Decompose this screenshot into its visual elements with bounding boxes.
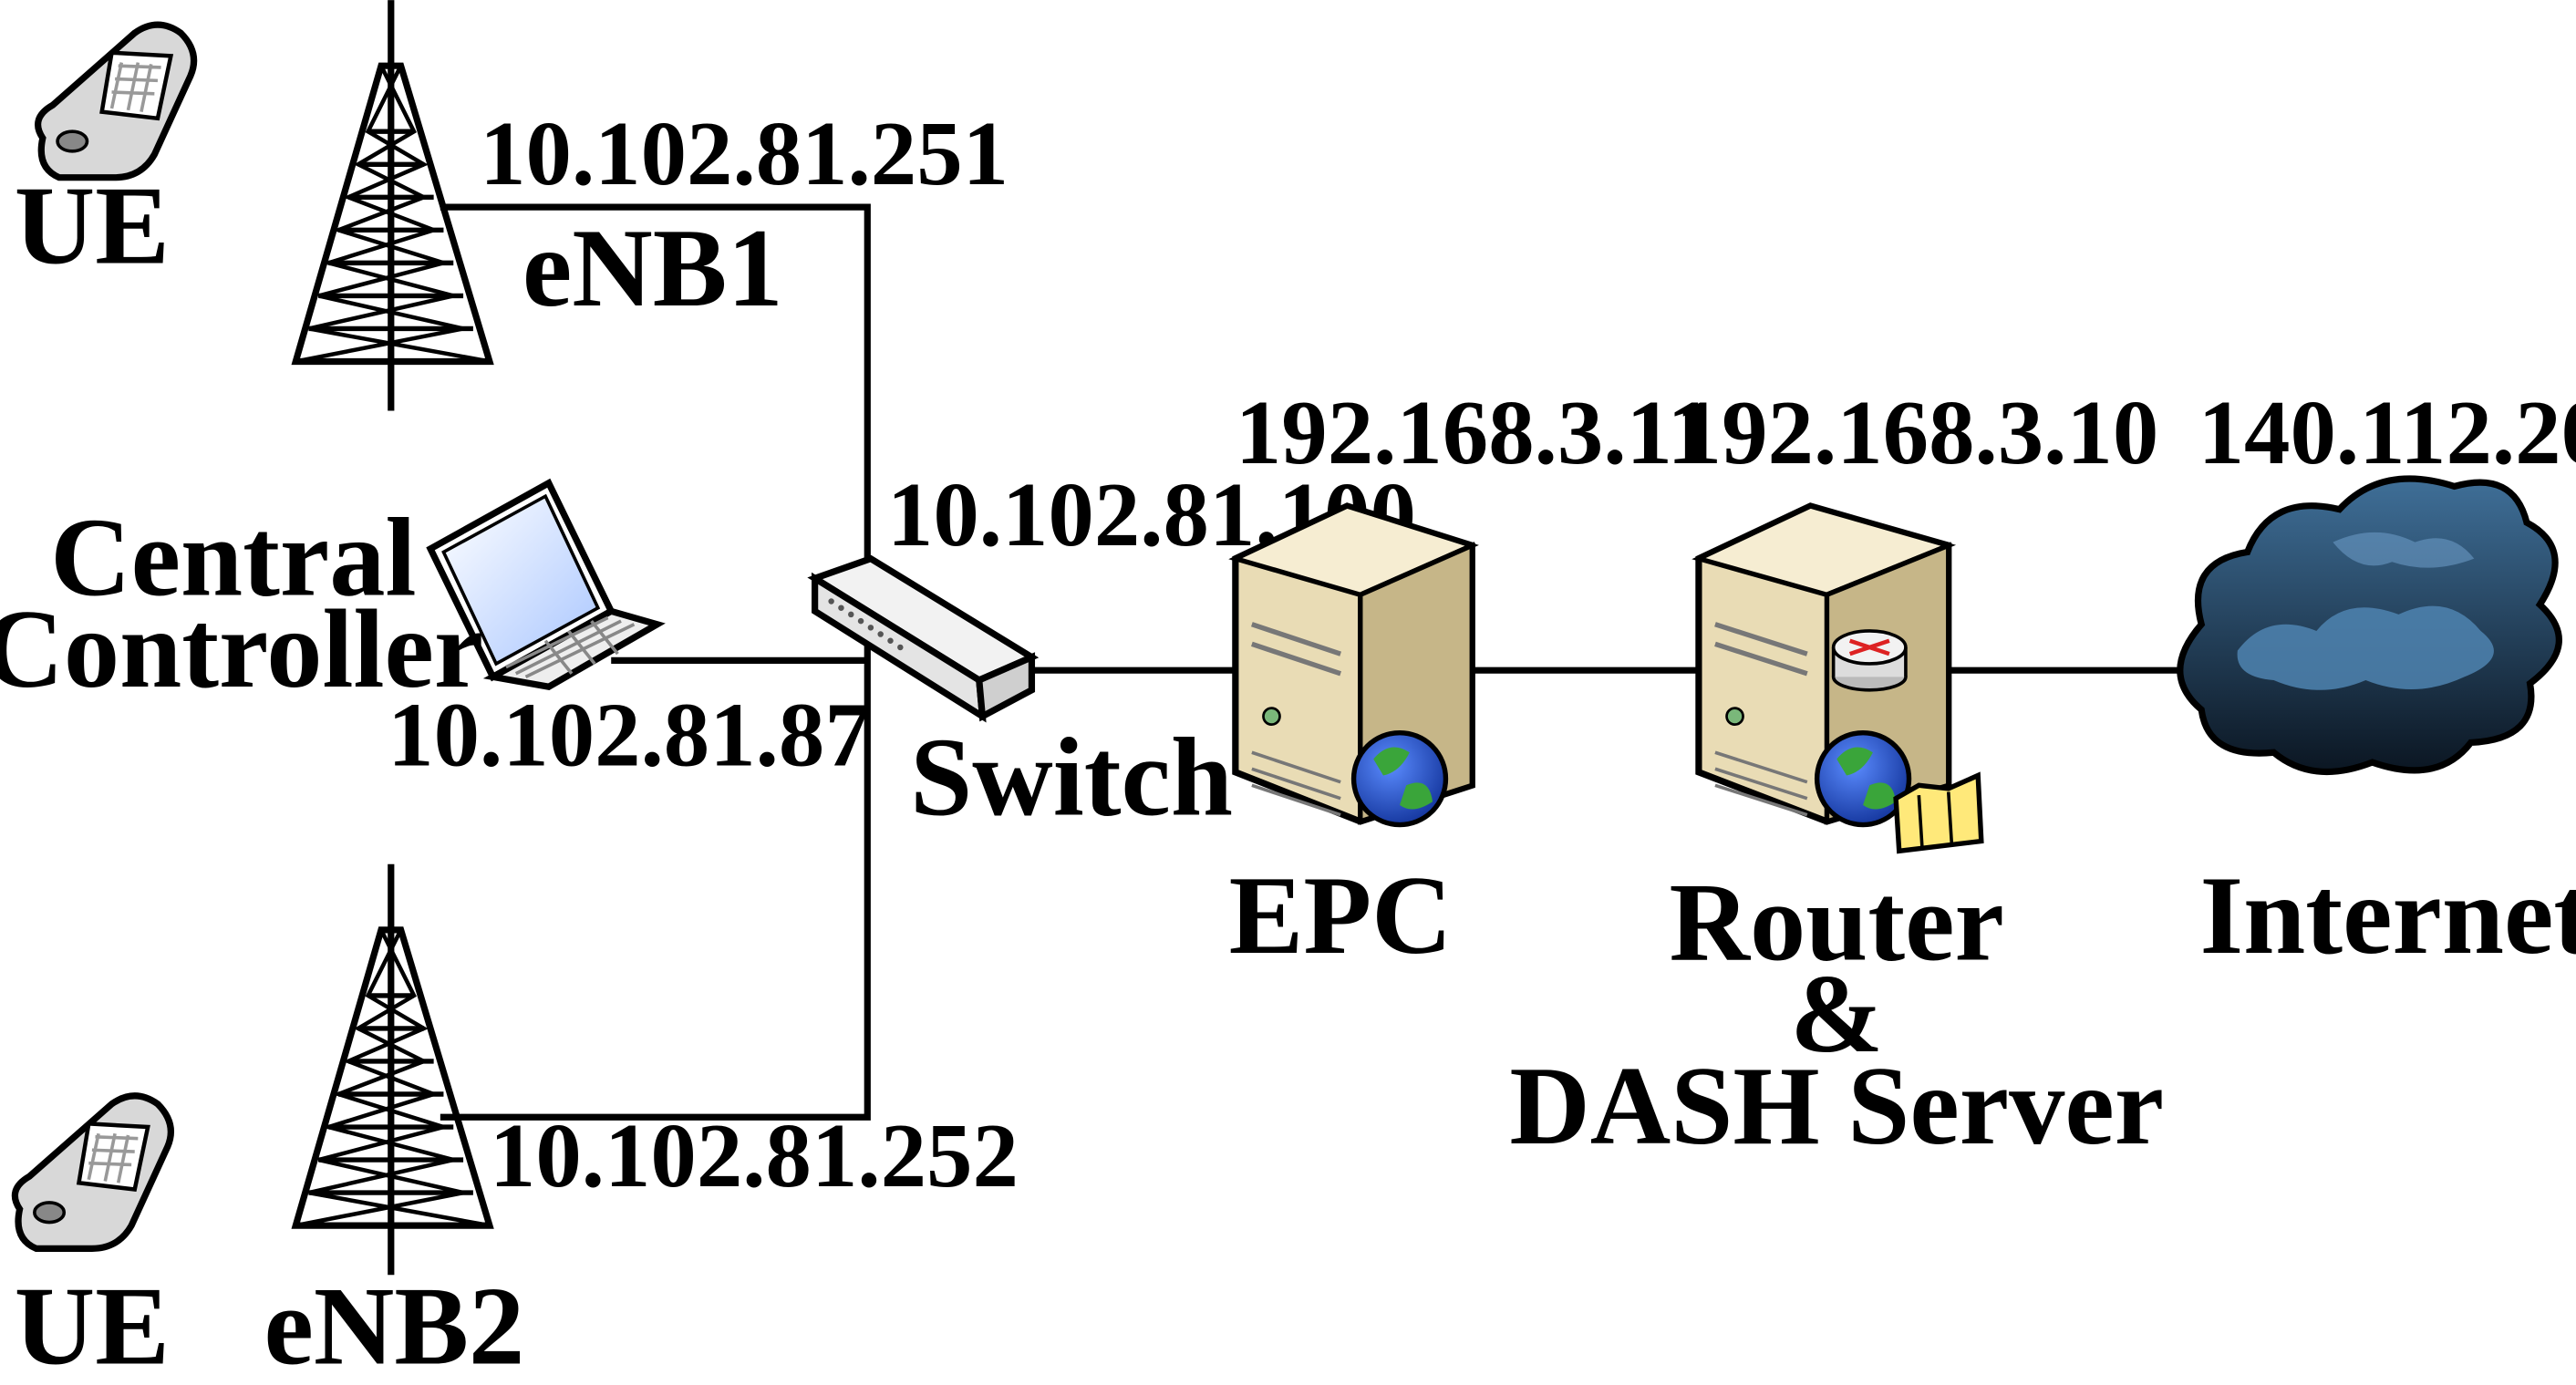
server-router-icon <box>1691 502 1984 854</box>
cloud-icon <box>2177 475 2562 775</box>
controller-ip: 10.102.81.87 <box>388 684 871 786</box>
enb2-ip: 10.102.81.252 <box>490 1104 1019 1206</box>
epc-node[interactable]: 192.168.3.11 EPC <box>1228 381 1713 977</box>
ue-bottom-node[interactable]: UE <box>11 1092 174 1385</box>
enb1-ip: 10.102.81.251 <box>480 102 1009 204</box>
router-node[interactable]: 192.168.3.10 Router & DASH Server <box>1509 381 2164 1168</box>
switch-label: Switch <box>910 717 1233 840</box>
server-globe-icon <box>1228 502 1479 828</box>
ue-top-label: UE <box>15 164 170 287</box>
internet-ip: 140.112.20.182 <box>2198 381 2576 483</box>
epc-label: EPC <box>1229 854 1453 977</box>
router-ip: 192.168.3.10 <box>1676 381 2159 483</box>
internet-label: Internet <box>2199 854 2576 977</box>
controller-label-line2: Controller <box>0 588 483 711</box>
cell-tower-icon <box>291 863 494 1276</box>
laptop-icon <box>426 478 666 690</box>
network-switch-icon <box>807 554 1040 723</box>
cell-tower-icon <box>291 0 494 411</box>
enb1-node[interactable]: 10.102.81.251 eNB1 <box>291 0 1009 411</box>
connection-lines <box>440 203 2186 1121</box>
folder-icon <box>1893 771 1984 854</box>
controller-label-line1: Central <box>50 496 416 619</box>
ue-bottom-label: UE <box>15 1265 170 1385</box>
internet-node[interactable]: 140.112.20.182 Internet <box>2177 381 2576 977</box>
enb2-label: eNB2 <box>264 1265 524 1385</box>
cellphone-icon <box>11 1092 174 1252</box>
enb2-node[interactable]: 10.102.81.252 eNB2 <box>264 863 1019 1385</box>
router-label-line2: & <box>1790 953 1883 1076</box>
controller-node[interactable]: Central Controller 10.102.81.87 <box>0 478 871 786</box>
enb1-label: eNB1 <box>522 207 783 330</box>
cellphone-icon <box>35 21 198 181</box>
ue-top-node[interactable]: UE <box>15 21 198 287</box>
router-label-line3: DASH Server <box>1509 1045 2164 1168</box>
epc-ip: 192.168.3.11 <box>1236 381 1713 483</box>
router-label-line1: Router <box>1670 861 2004 984</box>
